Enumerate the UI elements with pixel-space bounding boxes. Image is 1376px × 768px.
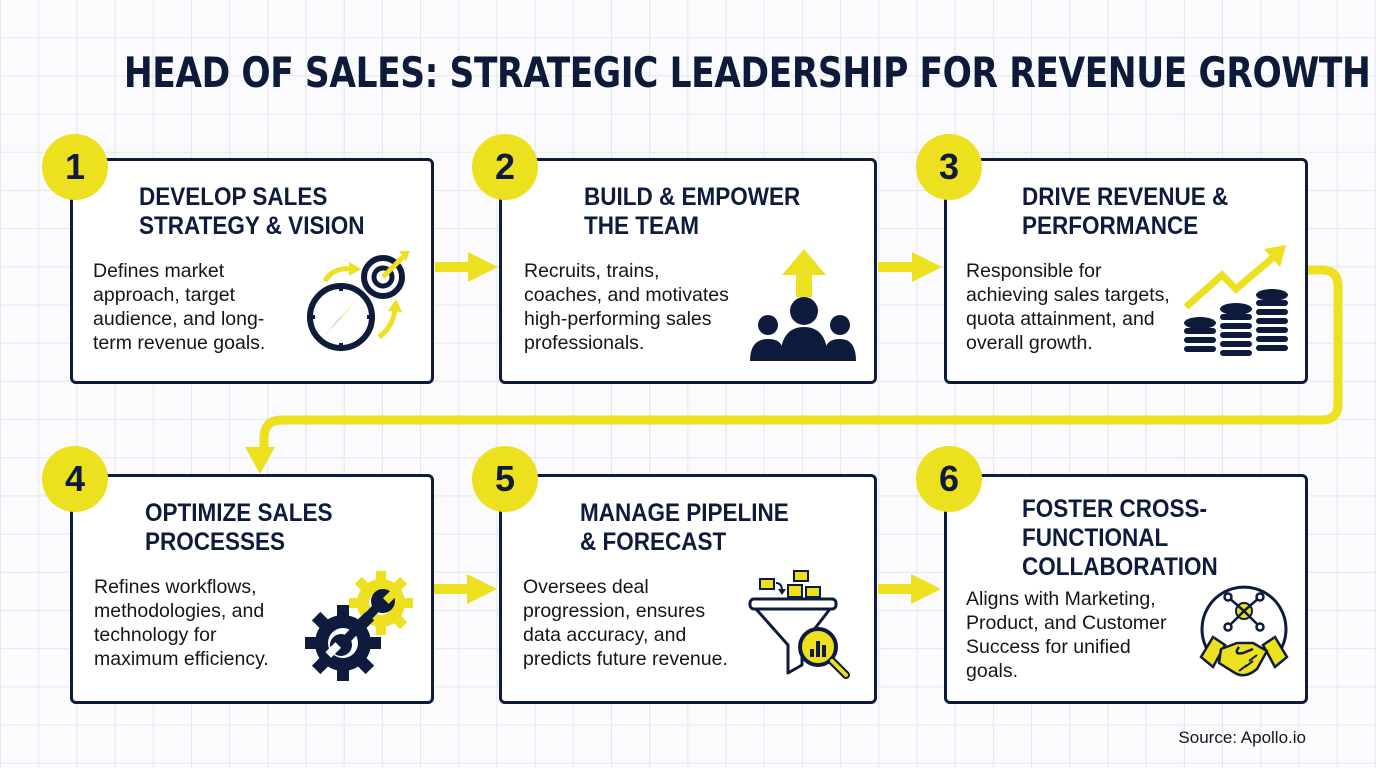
- page-title: HEAD OF SALES: STRATEGIC LEADERSHIP FOR …: [123, 48, 1371, 97]
- step-number-badge-6: 6: [916, 446, 982, 512]
- source-credit: Source: Apollo.io: [1178, 728, 1306, 747]
- step-card-1: DEVELOP SALES STRATEGY & VISION Defines …: [70, 158, 434, 384]
- step-description: Defines market approach, target audience…: [93, 260, 266, 354]
- step-title: BUILD & EMPOWER THE TEAM: [584, 183, 801, 240]
- step-card-4: OPTIMIZE SALES PROCESSES Refines workflo…: [70, 474, 434, 704]
- coins-trend-icon: [1180, 245, 1294, 359]
- step-description: Oversees deal progression, ensures data …: [523, 576, 728, 670]
- step-description: Recruits, trains, coaches, and motivates…: [524, 260, 729, 354]
- step-title: OPTIMIZE SALES PROCESSES: [145, 499, 333, 556]
- funnel-analytics-icon: [748, 569, 860, 685]
- arrow-4-to-5: [434, 584, 470, 594]
- arrow-1-to-2: [435, 262, 471, 272]
- step-title: DEVELOP SALES STRATEGY & VISION: [139, 183, 365, 240]
- step-number-badge-4: 4: [42, 446, 108, 512]
- step-title: MANAGE PIPELINE & FORECAST: [580, 499, 789, 556]
- step-number-badge-2: 2: [472, 134, 538, 200]
- step-number-badge-1: 1: [42, 134, 108, 200]
- step-card-3: DRIVE REVENUE & PERFORMANCE Responsible …: [944, 158, 1308, 384]
- handshake-network-icon: [1197, 579, 1291, 683]
- compass-target-icon: [303, 249, 415, 359]
- gear-wrench-icon: [305, 569, 417, 681]
- step-title: FOSTER CROSS- FUNCTIONAL COLLABORATION: [1022, 495, 1218, 581]
- arrow-5-to-6: [878, 584, 914, 594]
- step-number-badge-5: 5: [472, 446, 538, 512]
- arrow-2-to-3: [878, 262, 914, 272]
- team-growth-icon: [748, 247, 858, 363]
- step-card-5: MANAGE PIPELINE & FORECAST Oversees deal…: [499, 474, 877, 704]
- step-card-6: FOSTER CROSS- FUNCTIONAL COLLABORATION A…: [944, 474, 1308, 704]
- step-number-badge-3: 3: [916, 134, 982, 200]
- step-description: Refines workflows, methodologies, and te…: [94, 576, 269, 670]
- step-description: Aligns with Marketing, Product, and Cust…: [966, 588, 1167, 682]
- step-description: Responsible for achieving sales targets,…: [966, 260, 1170, 354]
- step-title: DRIVE REVENUE & PERFORMANCE: [1022, 183, 1229, 240]
- step-card-2: BUILD & EMPOWER THE TEAM Recruits, train…: [499, 158, 877, 384]
